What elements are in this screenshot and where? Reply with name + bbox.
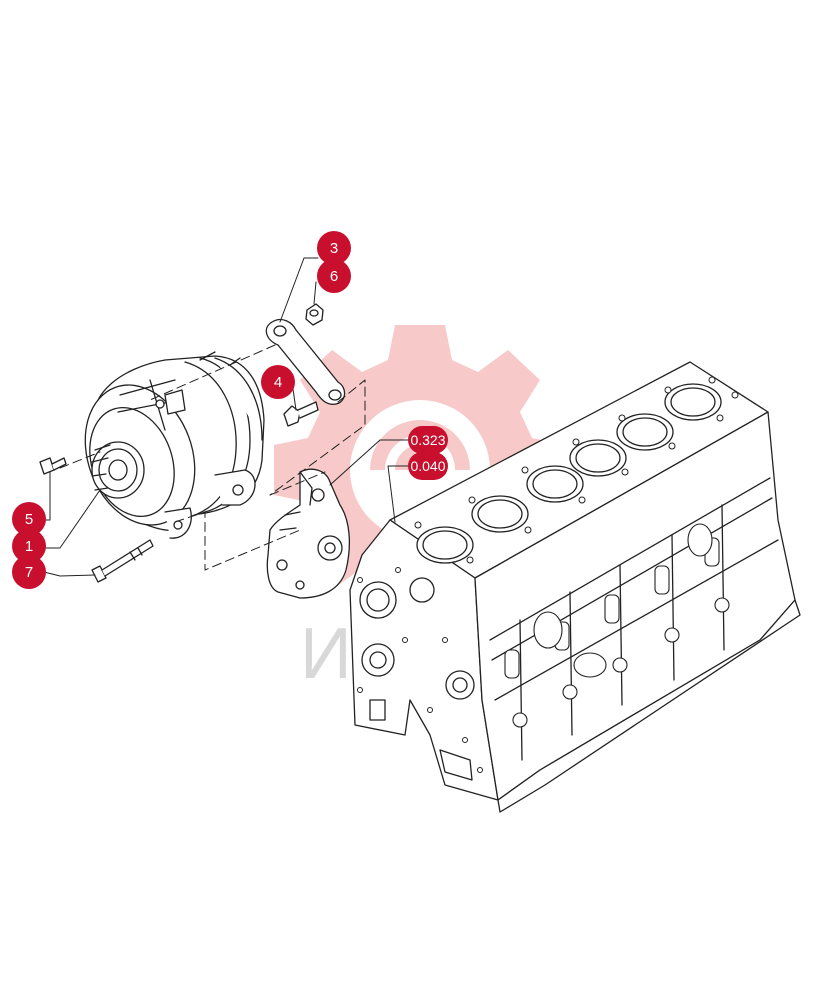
nut-6 — [305, 303, 324, 326]
leader-lines — [43, 257, 409, 577]
callout-6[interactable]: 6 — [317, 259, 351, 293]
callout-ref-0323[interactable]: 0.323 — [408, 426, 448, 454]
callout-7[interactable]: 7 — [12, 555, 46, 589]
assembly-dashed-lines — [59, 344, 366, 571]
bracket-3 — [265, 318, 346, 405]
callout-ref-0040[interactable]: 0.040 — [408, 452, 448, 480]
callout-4[interactable]: 4 — [261, 365, 295, 399]
engine-block — [349, 361, 801, 813]
alternator — [84, 351, 265, 539]
long-bolt-7 — [91, 539, 154, 583]
bolt-4 — [283, 401, 319, 427]
bolt-5 — [39, 457, 67, 475]
alternator-support — [266, 468, 350, 599]
